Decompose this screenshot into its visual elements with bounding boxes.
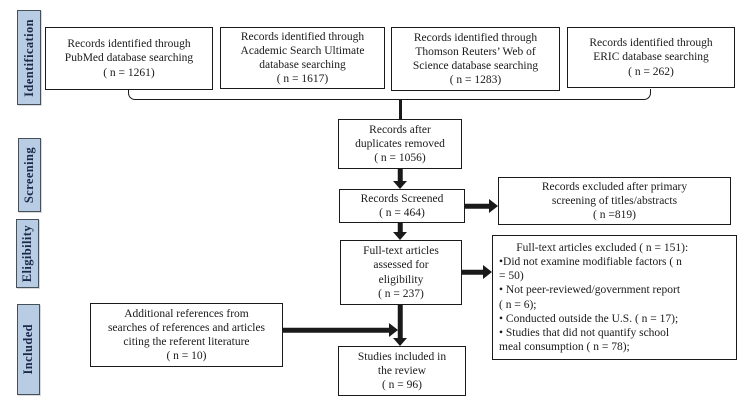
box-source-eric-text: Records identified through ERIC database… [589, 37, 713, 78]
stage-label-included: Included [17, 304, 40, 395]
box-duplicates-removed: Records after duplicates removed ( n = 1… [338, 119, 462, 169]
connector-merge-drop [399, 99, 402, 119]
arrow-fulltext-to-included [393, 305, 407, 346]
box-additional-references: Additional references from searches of r… [90, 303, 283, 367]
box-excluded-primary-screening-text: Records excluded after primary screening… [541, 180, 688, 222]
box-studies-included-text: Studies included in the review ( n = 96) [357, 350, 447, 392]
box-source-web-of-science: Records identified through Thomson Reute… [391, 27, 560, 91]
arrow-fulltext-to-excluded [462, 265, 492, 279]
box-duplicates-removed-text: Records after duplicates removed ( n = 1… [355, 123, 445, 165]
box-source-pubmed: Records identified through PubMed databa… [45, 27, 213, 90]
stage-label-identification-text: Identification [21, 18, 36, 97]
box-records-screened-text: Records Screened ( n = 464) [360, 192, 444, 219]
stage-label-screening: Screening [18, 138, 41, 212]
box-source-academic-search: Records identified through Academic Sear… [220, 27, 385, 89]
box-additional-references-text: Additional references from searches of r… [107, 307, 266, 363]
stage-label-included-text: Included [21, 324, 35, 375]
stage-label-eligibility: Eligibility [16, 219, 39, 288]
stage-label-eligibility-text: Eligibility [20, 224, 34, 283]
stage-label-identification: Identification [17, 10, 41, 105]
stage-label-screening-text: Screening [22, 146, 36, 204]
box-studies-included: Studies included in the review ( n = 96) [338, 346, 466, 396]
box-fulltext-excluded: Full-text articles excluded ( n = 151): … [492, 235, 737, 360]
box-fulltext-excluded-text: Full-text articles excluded ( n = 151): … [499, 241, 689, 354]
box-records-screened: Records Screened ( n = 464) [339, 189, 465, 223]
arrow-duplicates-to-screened [393, 169, 407, 189]
arrow-screened-to-excluded [465, 199, 498, 213]
box-fulltext-assessed-text: Full-text articles assessed for eligibil… [363, 245, 439, 300]
box-source-eric: Records identified through ERIC database… [567, 27, 735, 88]
box-source-academic-search-text: Records identified through Academic Sear… [240, 30, 365, 86]
box-source-web-of-science-text: Records identified through Thomson Reute… [412, 31, 539, 87]
box-excluded-primary-screening: Records excluded after primary screening… [498, 177, 731, 225]
box-fulltext-assessed: Full-text articles assessed for eligibil… [340, 240, 462, 305]
arrow-references-to-flow [283, 323, 398, 337]
connector-sources-merge [128, 89, 651, 100]
box-source-pubmed-text: Records identified through PubMed databa… [64, 38, 194, 79]
arrow-screened-to-fulltext [393, 223, 407, 240]
